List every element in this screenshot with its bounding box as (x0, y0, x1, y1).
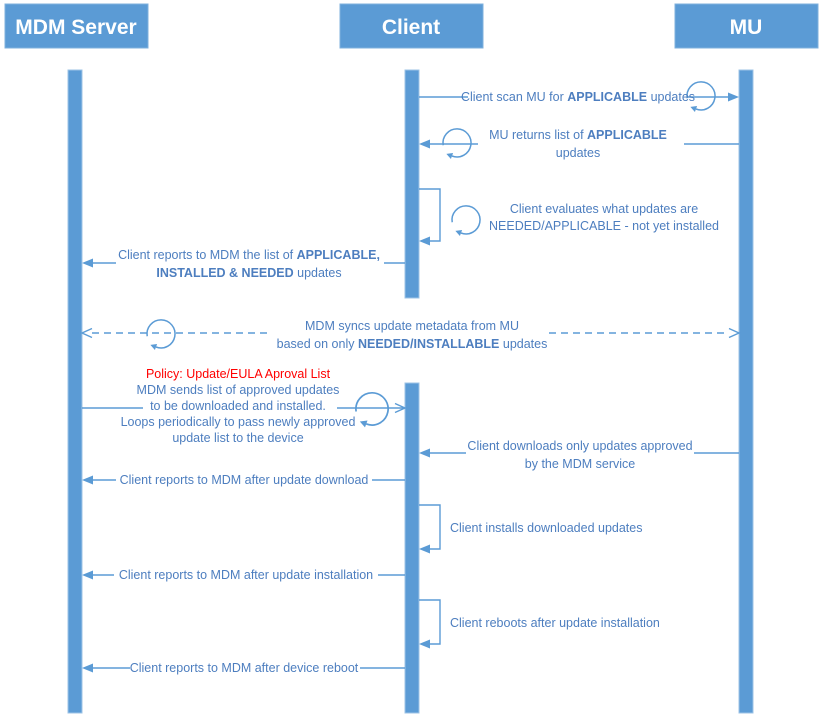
message-evaluates: Client evaluates what updates are NEEDED… (419, 188, 719, 246)
label: Client installs downloaded updates (450, 521, 643, 535)
message-downloads: Client downloads only updates approved b… (419, 439, 739, 471)
message-report-download: Client reports to MDM after update downl… (82, 473, 405, 487)
label: by the MDM service (525, 457, 635, 471)
label: Client reports to MDM after update insta… (119, 568, 373, 582)
arrowhead-icon (82, 475, 93, 485)
actor-client: Client (339, 3, 484, 714)
message-approved: Policy: Update/EULA Aproval List MDM sen… (82, 367, 407, 445)
label: updates (556, 146, 600, 160)
mdm-server-title: MDM Server (15, 16, 136, 39)
self-message-line (419, 599, 441, 645)
arrowhead-icon (419, 139, 430, 149)
client-title: Client (382, 16, 440, 39)
mu-lifeline (738, 69, 754, 714)
client-header-box (339, 3, 484, 49)
label: Client evaluates what updates are (510, 202, 698, 216)
self-message-line (419, 188, 441, 242)
label: Client reboots after update installation (450, 616, 660, 630)
label: to be downloaded and installed. (150, 399, 326, 413)
label: MDM syncs update metadata from MU (305, 319, 519, 333)
label: MDM sends list of approved updates (137, 383, 340, 397)
loop-icon (451, 205, 481, 237)
label: Client reports to MDM after update downl… (120, 473, 369, 487)
client-lifeline-upper (404, 69, 420, 299)
message-report-list: Client reports to MDM the list of APPLIC… (82, 248, 405, 280)
arrowhead-icon (728, 92, 739, 102)
arrowhead-icon (419, 236, 430, 246)
arrowhead-icon (82, 570, 93, 580)
label: NEEDED/APPLICABLE - not yet installed (489, 219, 719, 233)
label: update list to the device (172, 431, 303, 445)
label: INSTALLED & NEEDED updates (156, 266, 341, 280)
message-installs: Client installs downloaded updates (419, 504, 643, 554)
mdm-server-header-box (4, 3, 149, 49)
message-report-reboot: Client reports to MDM after device reboo… (82, 661, 405, 675)
label: Client reports to MDM the list of APPLIC… (118, 248, 380, 262)
mdm-server-lifeline (67, 69, 83, 714)
message-reboots: Client reboots after update installation (419, 599, 660, 649)
open-arrowhead-icon (394, 402, 407, 414)
message-returns: MU returns list of APPLICABLE updates (419, 128, 739, 160)
message-sync: MDM syncs update metadata from MU based … (80, 319, 741, 351)
label: Client downloads only updates approved (467, 439, 692, 453)
label: based on only NEEDED/INSTALLABLE updates (277, 337, 548, 351)
self-message-line (419, 504, 441, 550)
arrowhead-icon (419, 639, 430, 649)
label: MU returns list of APPLICABLE (489, 128, 667, 142)
message-report-install: Client reports to MDM after update insta… (82, 568, 405, 582)
actor-mu: MU (674, 3, 819, 714)
open-arrowhead-icon (80, 327, 93, 339)
arrowhead-icon (419, 448, 430, 458)
message-scan: Client scan MU for APPLICABLE updates (419, 81, 739, 113)
arrowhead-icon (82, 663, 93, 673)
actor-mdm-server: MDM Server (4, 3, 149, 714)
open-arrowhead-icon (728, 327, 741, 339)
client-lifeline-lower (404, 382, 420, 714)
policy-note: Policy: Update/EULA Aproval List (146, 367, 331, 381)
loop-icon (146, 319, 176, 351)
label: Client reports to MDM after device reboo… (130, 661, 359, 675)
label: Loops periodically to pass newly approve… (121, 415, 356, 429)
label: Client scan MU for APPLICABLE updates (461, 90, 695, 104)
arrowhead-icon (419, 544, 430, 554)
mu-header-box (674, 3, 819, 49)
mu-title: MU (730, 16, 763, 39)
arrowhead-icon (82, 258, 93, 268)
loop-icon (355, 391, 389, 429)
